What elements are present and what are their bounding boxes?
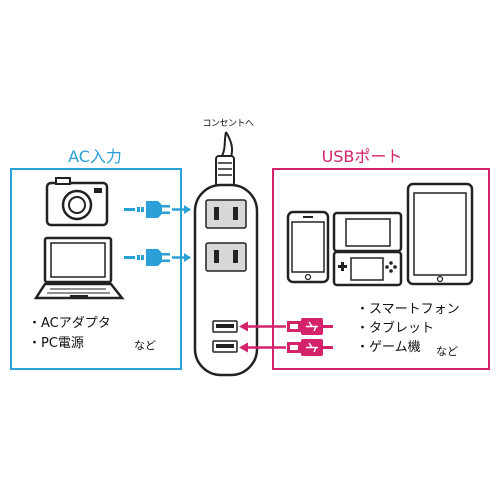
usb-device-item: ・ゲーム機 [356, 340, 421, 355]
usb-port-title: USBポート [312, 146, 412, 168]
handheld-game-console-icon [332, 211, 403, 287]
ac-device-item: ・ACアダプタ [28, 316, 111, 331]
ac-device-item: ・PC電源 [28, 336, 84, 351]
usb-device-list: ・スマートフォン ・タブレット ・ゲーム機 [356, 300, 460, 357]
tablet-icon [406, 182, 474, 286]
usb-plug-arrow-icon [239, 318, 333, 335]
ac-plug-arrow-icon [124, 201, 191, 218]
camera-icon [45, 177, 109, 227]
usb-device-item: ・タブレット [356, 321, 435, 336]
ac-input-frame [10, 168, 182, 370]
outlet-label: コンセントへ [202, 119, 254, 129]
smartphone-icon [286, 210, 330, 284]
ac-outlet-icon [205, 199, 247, 229]
ac-outlet-icon [205, 242, 247, 272]
laptop-icon [33, 236, 125, 300]
power-cord-icon [215, 131, 235, 187]
ac-input-title: AC入力 [52, 146, 138, 168]
ac-etc-label: など [134, 339, 156, 352]
usb-etc-label: など [436, 345, 458, 358]
usb-port-icon [212, 320, 238, 333]
usb-plug-arrow-icon [239, 339, 333, 356]
usb-device-item: ・スマートフォン [356, 302, 460, 317]
ac-plug-arrow-icon [124, 249, 191, 266]
usb-port-frame [272, 168, 490, 370]
power-strip [193, 183, 259, 377]
ac-device-list: ・ACアダプタ ・PC電源 [28, 314, 111, 354]
usb-port-icon [212, 340, 238, 353]
